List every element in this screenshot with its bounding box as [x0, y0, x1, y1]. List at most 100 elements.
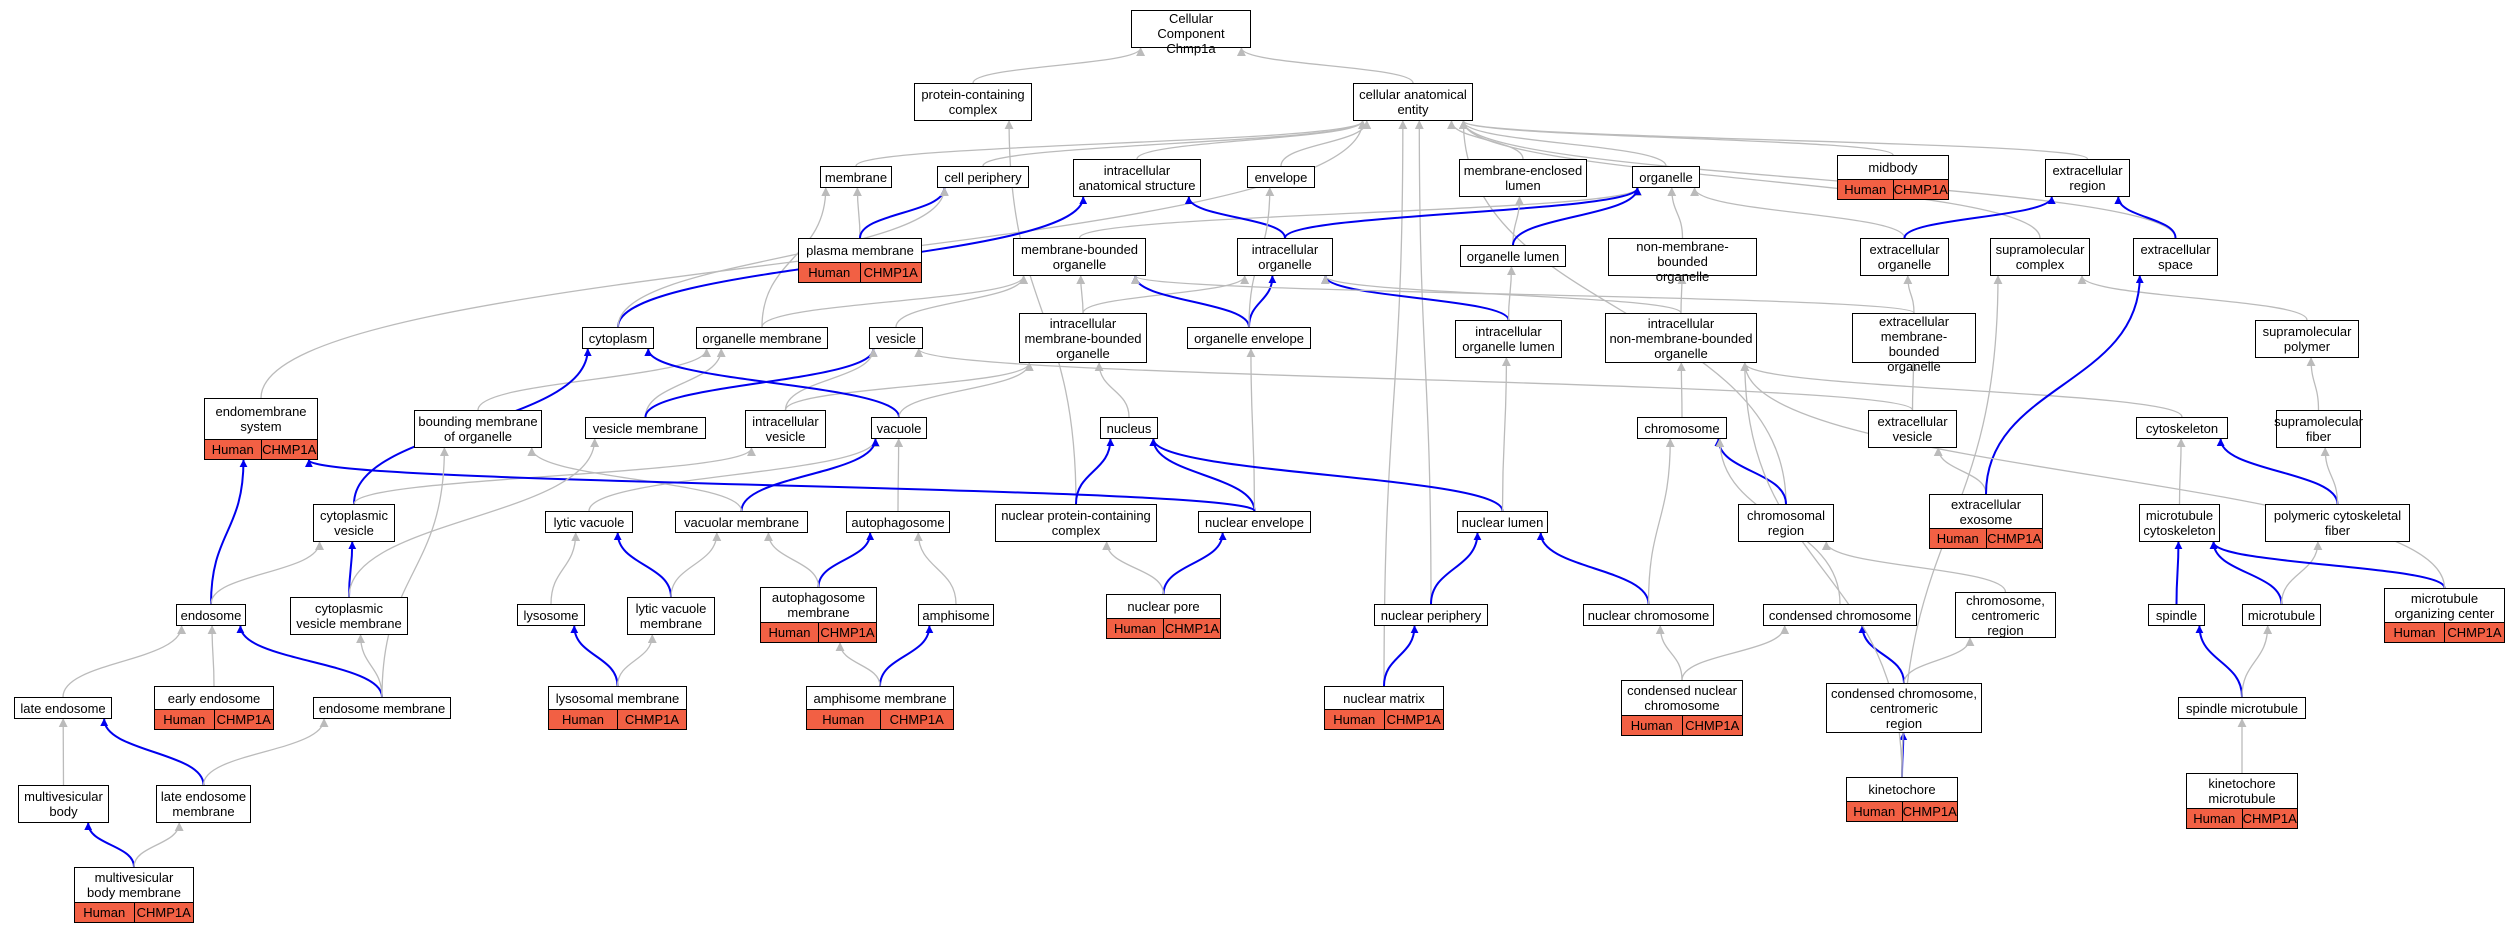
- annotation-species: Human: [163, 712, 206, 727]
- is-a-edge: [1458, 120, 2041, 239]
- go-term-label: chromosome: [1644, 420, 1720, 436]
- annotated-edge: [84, 822, 135, 868]
- go-term-label: cytoskeleton: [2145, 420, 2219, 436]
- go-term-label: bounding membrane of organelle: [418, 414, 538, 444]
- annotation-gene: CHMP1A: [2241, 809, 2297, 828]
- is-a-edge: [207, 625, 217, 687]
- go-term-label: cytoplasmic vesicle membrane: [296, 601, 402, 631]
- annotated-edge: [1184, 196, 1286, 239]
- go-term-node: late endosome: [14, 697, 112, 719]
- is-a-edge: [62, 625, 187, 698]
- annotation-gene: CHMP1A: [859, 263, 922, 282]
- is-a-edge: [1740, 362, 2183, 418]
- go-term-label: cytoplasm: [588, 330, 648, 346]
- go-term-label: supramolecular complex: [1995, 242, 2085, 272]
- go-term-label: endomembrane system: [215, 404, 307, 434]
- go-term-node: cytoplasm: [582, 327, 654, 349]
- is-a-edge: [1383, 120, 1408, 687]
- is-a-edge: [2241, 625, 2273, 698]
- go-term-label: cell periphery: [944, 169, 1022, 185]
- go-term-label: polymeric cytoskeletal fiber: [2273, 508, 2402, 538]
- annotation-species: Human: [1853, 804, 1896, 819]
- annotated-edge: [1858, 625, 1905, 684]
- annotated-edge: [1149, 438, 1504, 512]
- is-a-edge: [2176, 438, 2186, 505]
- go-term-node: vesicle: [869, 327, 923, 349]
- go-term-node: condensed chromosome, centromeric region: [1826, 683, 1982, 733]
- go-term-label: extracellular exosome: [1950, 496, 2022, 527]
- go-term-label: intracellular organelle lumen: [1462, 324, 1555, 354]
- annotated-edge: [236, 625, 383, 698]
- go-term-node: membrane-bounded organelle: [1013, 238, 1146, 276]
- annotation-species: Human: [562, 712, 604, 727]
- go-term-label: spindle microtubule: [2185, 700, 2298, 716]
- is-a-edge: [133, 822, 184, 868]
- go-term-label: vesicle membrane: [592, 420, 699, 436]
- go-term-label: supramolecular fiber: [2274, 414, 2363, 444]
- annotated-edge: [644, 348, 878, 418]
- go-term-node: extracellular vesicle: [1868, 410, 1957, 448]
- go-term-node: membrane: [820, 166, 892, 188]
- is-a-edge: [1512, 196, 1524, 246]
- go-term-label: spindle: [2155, 607, 2198, 623]
- is-a-edge: [202, 718, 329, 786]
- go-term-label: membrane: [824, 169, 888, 185]
- go-term-node: multivesicular body: [18, 785, 109, 823]
- go-term-label: protein-containing complex: [921, 87, 1025, 117]
- go-term-node: intracellular organelle: [1237, 238, 1333, 276]
- go-term-label: midbody: [1868, 160, 1918, 175]
- is-a-edge: [1131, 275, 1915, 314]
- is-a-edge: [761, 275, 1029, 328]
- is-a-edge: [835, 642, 881, 687]
- annotated-edge: [570, 625, 619, 687]
- go-term-node: nuclear chromosome: [1583, 604, 1714, 626]
- is-a-edge: [1459, 120, 1894, 156]
- go-term-label: intracellular non-membrane-bounded organ…: [1609, 315, 1753, 361]
- is-a-edge: [527, 447, 743, 512]
- annotated-edge: [613, 532, 672, 598]
- is-a-edge: [913, 532, 957, 605]
- go-term-node: microtubule: [2242, 604, 2321, 626]
- go-term-node: organelle envelope: [1187, 327, 1311, 349]
- is-a-edge: [1821, 541, 2007, 593]
- is-a-edge: [1076, 275, 1086, 314]
- is-a-edge: [550, 532, 581, 605]
- is-a-edge: [1681, 625, 1790, 681]
- annotation-gene: CHMP1A: [1985, 529, 2042, 548]
- is-a-edge: [972, 47, 1146, 84]
- go-term-node: chromosome, centromeric region: [1955, 592, 2056, 638]
- go-term-label: condensed nuclear chromosome: [1627, 683, 1737, 713]
- is-a-edge: [348, 438, 600, 598]
- go-term-node: organelle: [1632, 166, 1700, 188]
- go-term-label: vesicle: [876, 330, 916, 346]
- go-term-label: amphisome membrane: [813, 690, 947, 706]
- go-term-node: bounding membrane of organelle: [414, 410, 542, 448]
- go-term-label: chromosome, centromeric region: [1966, 593, 2045, 638]
- is-a-edge: [1677, 275, 1687, 314]
- go-term-label: supramolecular polymer: [2262, 324, 2352, 354]
- go-term-label: envelope: [1254, 169, 1308, 185]
- is-a-edge: [670, 532, 722, 598]
- go-term-node: chromosome: [1637, 417, 1727, 439]
- annotation-gene: CHMP1A: [1163, 619, 1220, 638]
- go-term-node: nucleus: [1100, 417, 1158, 439]
- go-term-label: condensed chromosome: [1768, 607, 1912, 623]
- annotated-edge: [644, 348, 900, 418]
- go-term-label: endosome: [180, 607, 242, 623]
- go-term-node: lytic vacuole membrane: [627, 597, 715, 635]
- is-a-edge: [2077, 275, 2308, 321]
- go-term-label: late endosome: [20, 700, 106, 716]
- go-term-node: nuclear periphery: [1374, 604, 1488, 626]
- go-term-node: cell periphery: [937, 166, 1029, 188]
